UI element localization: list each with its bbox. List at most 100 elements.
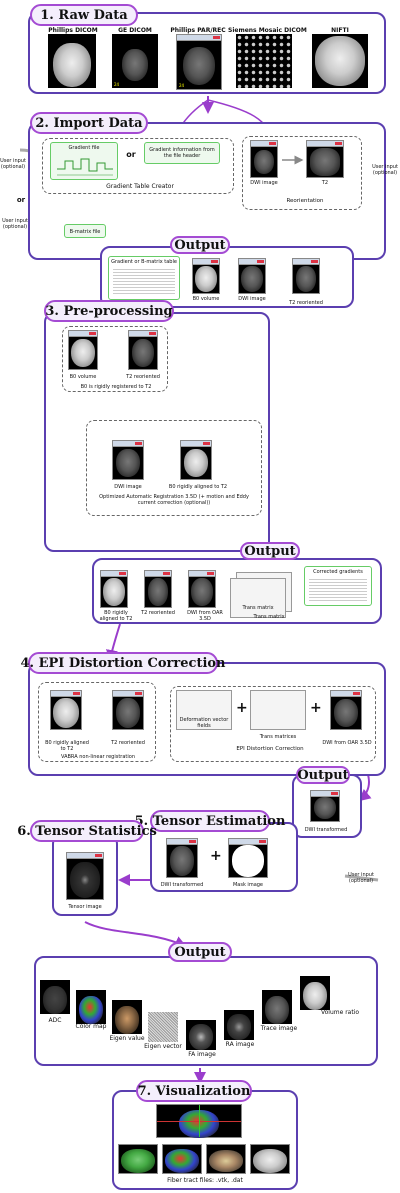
user-input-right-label: User input (optional): [372, 164, 398, 176]
pre-dwi-label: DWI image: [114, 484, 142, 490]
out4-volume-ratio-image[interactable]: [300, 976, 330, 1010]
raw-image-ge-dicom: 24: [112, 34, 158, 88]
out1-dwi-image[interactable]: [238, 258, 266, 294]
ts-tensor-image[interactable]: [66, 852, 104, 900]
raw-image-philips-parrec[interactable]: 24: [176, 34, 222, 90]
epi-t2-reoriented-label: T2 reoriented: [111, 740, 145, 746]
epi-b0-aligned-label: B0 rigidly aligned to T2: [45, 740, 89, 752]
out2-b0-aligned-image[interactable]: [100, 570, 128, 608]
raw-label-nifti: NIFTI: [331, 27, 349, 34]
raw-image-siemens-mosaic: [236, 34, 292, 88]
epi-deformation-doc[interactable]: Deformation vector fields: [176, 690, 232, 730]
out2-b0-aligned-label: B0 rigidly aligned to T2: [99, 610, 133, 622]
epi-plus-2: +: [310, 700, 322, 716]
out1-t2-reoriented-label: T2 reoriented: [289, 300, 323, 306]
out2-dwi-oar-image[interactable]: [188, 570, 216, 608]
user-input-left-label: User input (optional): [0, 158, 26, 170]
epi-trans-matrices-doc[interactable]: [250, 690, 306, 730]
stage-title-import-data: 2. Import Data: [30, 112, 148, 134]
import-dwi-label: DWI image: [250, 180, 278, 186]
vis-main-view[interactable]: [156, 1104, 242, 1138]
gradient-header-label: Gradient information from the file heade…: [149, 147, 215, 159]
pre-dwi-image[interactable]: [112, 440, 144, 480]
or-label-2: or: [16, 196, 26, 204]
out4-color-map-image[interactable]: [76, 990, 106, 1024]
stage-title-tensor-estimation: 5. Tensor Estimation: [135, 810, 285, 832]
out4-volume-ratio-label: Volume ratio: [320, 1009, 360, 1016]
import-dwi-image[interactable]: [250, 140, 278, 178]
output1-title: Output: [170, 236, 230, 254]
epi-trans-matrices-label: Trans matrices: [259, 734, 297, 740]
epi-b0-aligned-image[interactable]: [50, 690, 82, 730]
out1-b0-volume-image[interactable]: [192, 258, 220, 294]
raw-image-nifti: [312, 34, 368, 88]
out4-adc-label: ADC: [48, 1017, 62, 1024]
vis-view-4[interactable]: [250, 1144, 290, 1174]
out4-adc-image[interactable]: [40, 980, 70, 1014]
out4-eigen-value-label: Eigen value: [109, 1035, 145, 1042]
out4-color-map-label: Color map: [75, 1023, 107, 1030]
te-dwi-transformed-image[interactable]: [166, 838, 198, 878]
out4-trace-image[interactable]: [262, 990, 292, 1024]
out2-corrected-gradients-label: Corrected gradients: [313, 569, 363, 575]
out4-fa-image[interactable]: [186, 1020, 216, 1051]
out4-eigen-vector-image[interactable]: [148, 1012, 178, 1042]
bmatrix-file-box[interactable]: B-matrix file: [64, 224, 106, 238]
out4-eigen-value-image[interactable]: [112, 1000, 142, 1034]
vis-view-3[interactable]: [206, 1144, 246, 1174]
epi-dwi-oar-image[interactable]: [330, 690, 362, 730]
output3-title: Output: [296, 766, 350, 784]
out1-dwi-label: DWI image: [238, 296, 266, 302]
pre-t2-reoriented-image[interactable]: [128, 330, 158, 370]
te-plus: +: [210, 848, 222, 864]
out2-corrected-gradients[interactable]: Corrected gradients: [304, 566, 372, 606]
import-t2-label: T2: [321, 180, 329, 186]
out4-trace-label: Trace image: [260, 1025, 298, 1032]
stage-title-preprocessing: 3. Pre-processing: [44, 300, 174, 322]
out2-trans-matrix-a-label: Trans matrix: [242, 605, 274, 611]
out2-t2-reoriented-label: T2 reoriented: [141, 610, 175, 616]
raw-image-philips-dicom: [48, 34, 96, 88]
stage-title-epi: 4. EPI Distortion Correction: [21, 652, 226, 674]
raw-label-philips-parrec: Phillips PAR/REC: [170, 27, 226, 34]
pre-rigid-group: [62, 326, 168, 392]
ts-tensor-image-label: Tensor image: [68, 904, 102, 910]
epi-vabra-label: VABRA non-linear registration: [60, 754, 135, 760]
pre-b0-aligned-image[interactable]: [180, 440, 212, 480]
out4-fa-label: FA image: [188, 1051, 216, 1058]
pre-b0-volume-image[interactable]: [68, 330, 98, 370]
out2-trans-matrix-front[interactable]: Trans matrix: [230, 578, 286, 618]
or-label-1: or: [126, 150, 136, 159]
out2-dwi-oar-label: DWI from OAR 3.5D: [187, 610, 223, 622]
output4-title: Output: [168, 942, 232, 962]
out1-gradient-table[interactable]: Gradient or B-matrix table: [108, 256, 180, 300]
te-dwi-transformed-label: DWI transformed: [160, 882, 204, 888]
pre-b0-volume-label: B0 volume: [69, 374, 97, 380]
gradient-header-box[interactable]: Gradient information from the file heade…: [144, 142, 220, 164]
out1-t2-reoriented-image[interactable]: [292, 258, 320, 294]
out4-ra-image[interactable]: [224, 1010, 254, 1041]
out2-t2-reoriented-image[interactable]: [144, 570, 172, 608]
import-t2-image[interactable]: [306, 140, 344, 178]
vis-fiber-files-label: Fiber tract files: .vtk, .dat: [167, 1177, 243, 1184]
te-mask-image[interactable]: [228, 838, 268, 878]
bmatrix-file-label: B-matrix file: [69, 229, 101, 235]
pre-b0-aligned-label: B0 rigidly aligned to T2: [168, 484, 228, 490]
gradient-table-creator-label: Gradient Table Creator: [106, 183, 174, 190]
out1-gradient-table-label: Gradient or B-matrix table: [111, 259, 177, 265]
epi-t2-reoriented-image[interactable]: [112, 690, 144, 730]
vis-view-1[interactable]: [118, 1144, 158, 1174]
epi-plus-1: +: [236, 700, 248, 716]
raw-label-philips-dicom: Phillips DICOM: [48, 27, 98, 34]
gradient-file-box[interactable]: Gradient file: [50, 142, 118, 180]
out4-eigen-vector-label: Eigen vector: [144, 1043, 182, 1050]
raw-label-ge-dicom: GE DICOM: [118, 27, 152, 34]
stage-title-visualization: 7. Visualization: [136, 1080, 252, 1102]
epi-vabra-group: [38, 682, 156, 762]
raw-label-siemens-mosaic: Siemens Mosaic DICOM: [228, 27, 307, 34]
epi-correction-group: [170, 686, 376, 762]
out1-b0-volume-label: B0 volume: [192, 296, 220, 302]
vis-view-2[interactable]: [162, 1144, 202, 1174]
out3-dwi-transformed-image[interactable]: [310, 790, 340, 822]
out4-ra-label: RA image: [225, 1041, 255, 1048]
